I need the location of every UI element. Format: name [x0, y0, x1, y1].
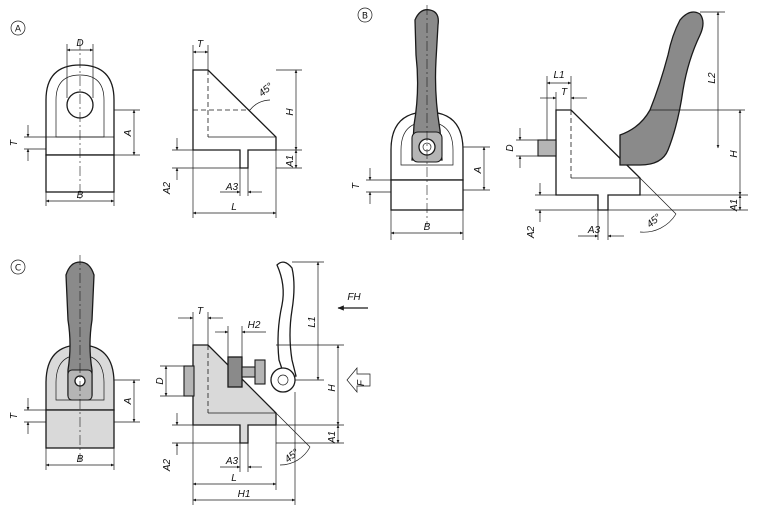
angle-label: 45° — [645, 212, 664, 230]
dim-h-label: H — [327, 384, 338, 392]
dim-h1-label: H1 — [238, 489, 251, 500]
variant-a-marker: A — [10, 20, 26, 36]
dim-h-label: H — [285, 108, 296, 116]
dim-a-label: A — [473, 166, 484, 174]
dim-l2-label: L2 — [707, 72, 718, 84]
dim-a-label: A — [123, 397, 134, 405]
dim-t-side-label: T — [197, 39, 204, 50]
dim-l1-label: L1 — [307, 316, 318, 327]
variant-a-front-view: D T A B — [9, 38, 140, 206]
dim-t-label: T — [9, 139, 20, 146]
force-f-label: F — [356, 379, 367, 386]
dim-t-side-label: T — [561, 87, 568, 98]
dim-h-label: H — [729, 150, 740, 158]
lever-handle-side — [619, 11, 704, 166]
svg-text:B: B — [362, 12, 368, 22]
dim-d-label: D — [155, 377, 166, 384]
dim-a1-label: A1 — [729, 199, 740, 212]
dim-l1-label: L1 — [553, 70, 564, 81]
dim-a3-label: A3 — [587, 225, 601, 236]
dim-a-label: A — [123, 129, 134, 137]
force-fh-label: FH — [347, 292, 361, 303]
variant-b: B T A B — [351, 5, 748, 240]
dim-a1-label: A1 — [285, 155, 296, 168]
dim-a2-label: A2 — [162, 458, 173, 472]
variant-a: A D T A — [9, 20, 302, 218]
dim-l-label: L — [231, 202, 237, 213]
svg-text:C: C — [15, 264, 21, 274]
dim-a1-label: A1 — [327, 431, 338, 444]
angle-label: 45° — [283, 447, 302, 465]
variant-b-side-view: L1 T D L2 H A1 — [505, 11, 748, 240]
dim-d-label: D — [76, 38, 83, 49]
dim-d-label: D — [505, 144, 516, 151]
dim-a2-label: A2 — [526, 225, 537, 239]
knurled-nut — [227, 356, 243, 388]
dim-t-label: T — [9, 412, 20, 419]
variant-a-side-view: T 45° H A1 A2 A3 — [162, 39, 302, 218]
dim-h2-label: H2 — [248, 320, 261, 331]
dim-b-label: B — [77, 190, 84, 201]
dim-t-label: T — [351, 182, 362, 189]
variant-b-front-view: T A B — [351, 5, 490, 240]
svg-text:A: A — [15, 25, 22, 35]
dim-l-label: L — [231, 473, 237, 484]
variant-b-marker: B — [357, 7, 373, 23]
angle-label: 45° — [257, 81, 276, 99]
variant-c-side-view: T H2 D L1 FH F H — [155, 261, 371, 505]
dim-a3-label: A3 — [225, 456, 239, 467]
dim-a2-label: A2 — [162, 181, 173, 195]
variant-c-marker: C — [10, 259, 26, 275]
dim-b-label: B — [424, 222, 431, 233]
dim-b-label: B — [77, 454, 84, 465]
dim-t-side-label: T — [197, 306, 204, 317]
variant-c: C T A B — [9, 255, 371, 505]
variant-c-front-view: T A B — [9, 255, 140, 470]
cam-lever — [276, 261, 297, 379]
dim-a3-label: A3 — [225, 182, 239, 193]
